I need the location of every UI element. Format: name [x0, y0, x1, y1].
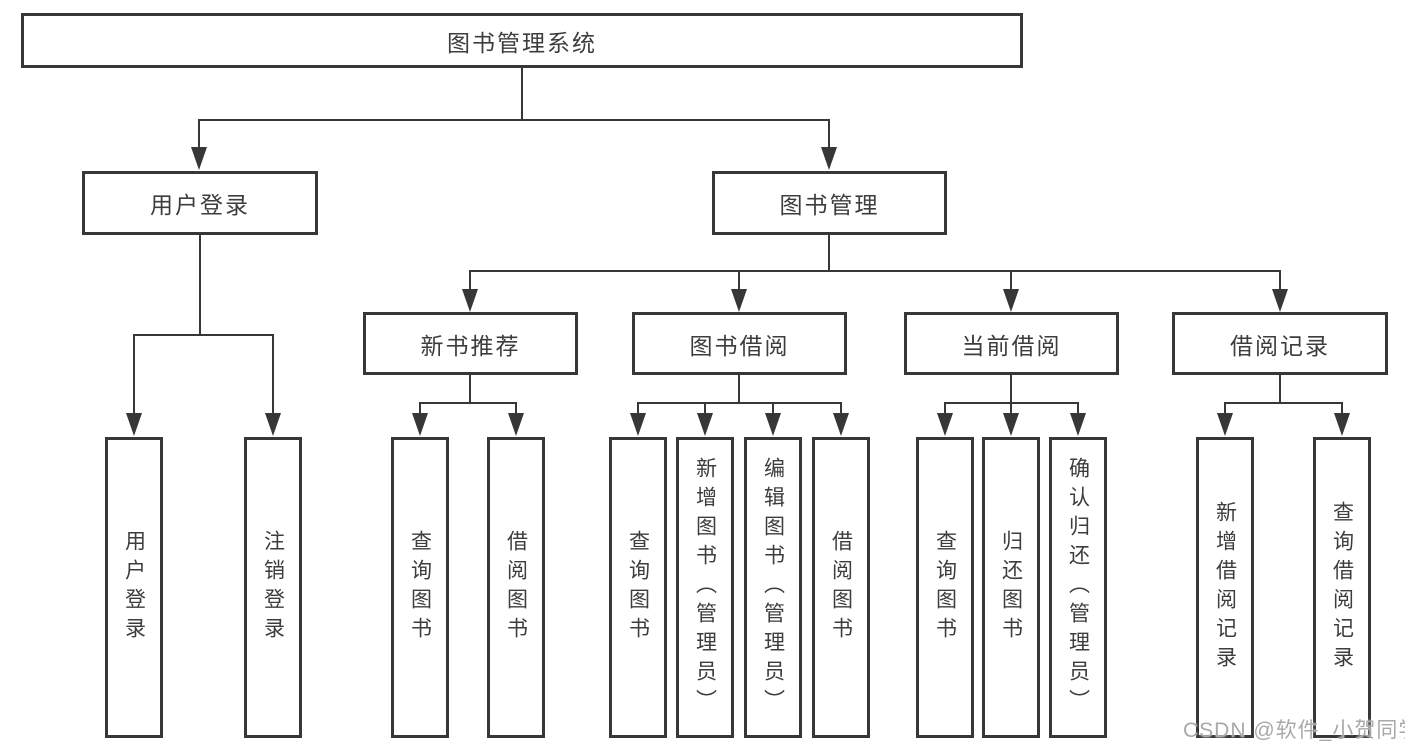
connector-vline: [198, 119, 200, 151]
leaf-confirm-return-admin: 确认归还（管理员）: [1049, 437, 1107, 738]
connector-vline: [1279, 375, 1281, 404]
arrow-down-icon: [821, 147, 837, 170]
leaf-logout-login: 注销登录: [244, 437, 302, 738]
node-root-label: 图书管理系统: [447, 29, 597, 56]
arrow-down-icon: [937, 413, 953, 436]
arrow-down-icon: [462, 289, 478, 312]
leaf-borrow-books-recommend: 借阅图书: [487, 437, 545, 738]
leaf-logout-login-label: 注销登录: [261, 529, 285, 646]
node-book-borrow-label: 图书借阅: [689, 332, 790, 359]
leaf-query-books-borrow: 查询图书: [609, 437, 667, 738]
leaf-query-books-current: 查询图书: [916, 437, 974, 738]
node-new-book-recommend-label: 新书推荐: [420, 332, 521, 359]
leaf-query-borrow-record: 查询借阅记录: [1313, 437, 1371, 738]
csdn-watermark: CSDN @软件_小贺同学: [1183, 719, 1405, 742]
leaf-add-books-admin-label: 新增图书（管理员）: [693, 457, 717, 718]
connector-hline: [637, 402, 842, 404]
connector-vline: [1077, 402, 1079, 414]
leaf-query-books-recommend: 查询图书: [391, 437, 449, 738]
leaf-confirm-return-admin-label: 确认归还（管理员）: [1066, 457, 1090, 718]
node-current-borrow-label: 当前借阅: [961, 332, 1062, 359]
connector-vline: [469, 270, 471, 292]
arrow-down-icon: [126, 413, 142, 436]
arrow-down-icon: [1334, 413, 1350, 436]
leaf-user-login: 用户登录: [105, 437, 163, 738]
arrow-down-icon: [412, 413, 428, 436]
leaf-query-books-borrow-label: 查询图书: [626, 529, 650, 646]
leaf-edit-books-admin-label: 编辑图书（管理员）: [761, 457, 785, 718]
connector-vline: [1341, 402, 1343, 414]
arrow-down-icon: [731, 289, 747, 312]
connector-vline: [828, 235, 830, 272]
arrow-down-icon: [265, 413, 281, 436]
connector-vline: [828, 119, 830, 151]
leaf-borrow-books-label: 借阅图书: [829, 529, 853, 646]
node-book-management: 图书管理: [712, 171, 947, 235]
node-book-management-label: 图书管理: [779, 192, 880, 218]
leaf-return-books-label: 归还图书: [999, 529, 1023, 646]
connector-vline: [738, 375, 740, 404]
connector-vline: [272, 334, 274, 414]
connector-hline: [198, 119, 830, 121]
arrow-down-icon: [1272, 289, 1288, 312]
leaf-add-borrow-record-label: 新增借阅记录: [1213, 500, 1237, 675]
connector-vline: [199, 235, 201, 335]
leaf-edit-books-admin: 编辑图书（管理员）: [744, 437, 802, 738]
leaf-user-login-label: 用户登录: [122, 529, 146, 646]
connector-vline: [704, 402, 706, 414]
node-root: 图书管理系统: [21, 13, 1023, 68]
leaf-add-books-admin: 新增图书（管理员）: [676, 437, 734, 738]
arrow-down-icon: [1003, 289, 1019, 312]
connector-vline: [521, 68, 523, 121]
connector-vline: [944, 402, 946, 414]
arrow-down-icon: [833, 413, 849, 436]
connector-vline: [1010, 375, 1012, 404]
leaf-borrow-books: 借阅图书: [812, 437, 870, 738]
connector-vline: [419, 402, 421, 414]
leaf-query-books-recommend-label: 查询图书: [408, 529, 432, 646]
arrow-down-icon: [1070, 413, 1086, 436]
connector-vline: [637, 402, 639, 414]
arrow-down-icon: [630, 413, 646, 436]
arrow-down-icon: [765, 413, 781, 436]
connector-vline: [738, 270, 740, 292]
arrow-down-icon: [191, 147, 207, 170]
connector-hline: [419, 402, 517, 404]
node-current-borrow: 当前借阅: [904, 312, 1119, 375]
leaf-return-books: 归还图书: [982, 437, 1040, 738]
connector-vline: [469, 375, 471, 404]
leaf-query-books-current-label: 查询图书: [933, 529, 957, 646]
connector-hline: [469, 270, 1281, 272]
arrow-down-icon: [508, 413, 524, 436]
connector-vline: [1279, 270, 1281, 292]
connector-vline: [515, 402, 517, 414]
connector-vline: [133, 334, 135, 414]
connector-vline: [1010, 270, 1012, 292]
node-new-book-recommend: 新书推荐: [363, 312, 578, 375]
node-borrow-records: 借阅记录: [1172, 312, 1388, 375]
connector-hline: [1224, 402, 1343, 404]
connector-vline: [1224, 402, 1226, 414]
connector-vline: [1010, 402, 1012, 414]
arrow-down-icon: [1217, 413, 1233, 436]
leaf-add-borrow-record: 新增借阅记录: [1196, 437, 1254, 738]
leaf-query-borrow-record-label: 查询借阅记录: [1330, 500, 1354, 675]
connector-vline: [840, 402, 842, 414]
connector-hline: [133, 334, 274, 336]
node-book-borrow: 图书借阅: [632, 312, 847, 375]
arrow-down-icon: [697, 413, 713, 436]
arrow-down-icon: [1003, 413, 1019, 436]
leaf-borrow-books-recommend-label: 借阅图书: [504, 529, 528, 646]
node-user-login: 用户登录: [82, 171, 318, 235]
connector-vline: [772, 402, 774, 414]
node-user-login-label: 用户登录: [150, 192, 250, 218]
node-borrow-records-label: 借阅记录: [1230, 332, 1330, 359]
